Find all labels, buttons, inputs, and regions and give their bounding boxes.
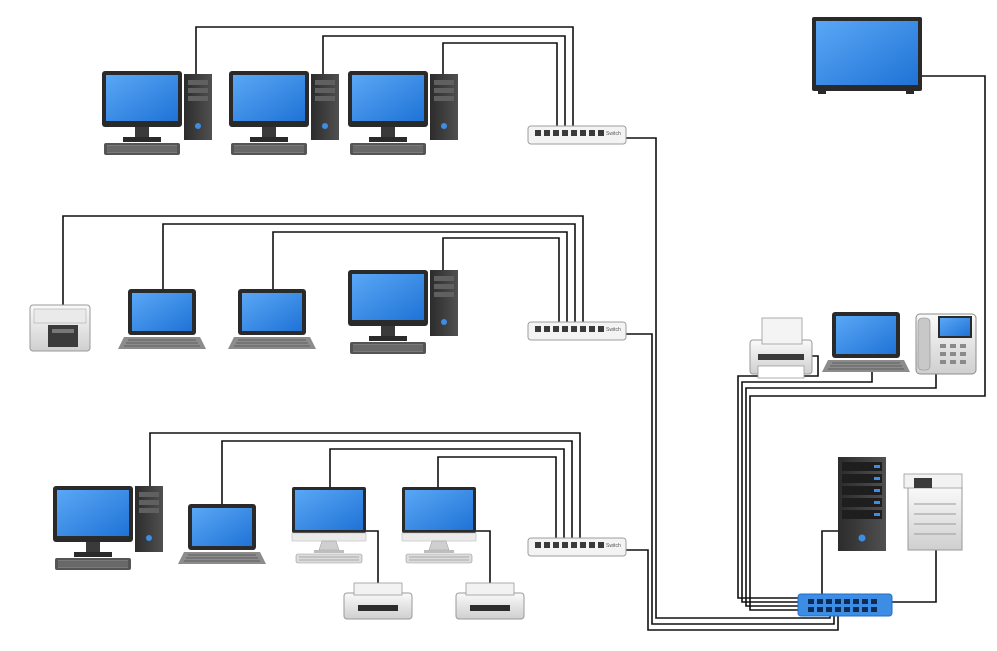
copier-icon: [907, 485, 963, 551]
cable: [272, 231, 568, 322]
network-switch: Switch: [527, 125, 627, 145]
desktop-pc: [347, 70, 458, 156]
desktop-pc: [101, 70, 212, 156]
monitor-icon: [101, 70, 183, 156]
cable: [745, 366, 937, 607]
cable: [162, 223, 576, 322]
monitor-icon: [52, 485, 134, 571]
tower-icon: [430, 74, 458, 140]
server: [838, 457, 886, 551]
all-in-one-pc-icon: [291, 486, 367, 564]
tower-icon: [311, 74, 339, 140]
cable: [624, 333, 835, 625]
laptop: [177, 503, 267, 565]
all-in-one-pc: [291, 486, 367, 564]
core-switch: [797, 593, 893, 617]
network-switch: Switch: [527, 537, 627, 557]
tower-icon: [430, 270, 458, 336]
tower-icon: [184, 74, 212, 140]
laptop-icon: [821, 311, 911, 373]
printer-icon: [455, 582, 525, 620]
cable-runs: [62, 26, 986, 631]
cable: [821, 530, 838, 596]
printer: [343, 582, 413, 620]
cable: [442, 237, 560, 322]
cable: [749, 75, 986, 611]
network-switch: Switch: [527, 321, 627, 341]
all-in-one-pc-icon: [401, 486, 477, 564]
laptop-icon: [227, 288, 317, 350]
desktop-pc: [228, 70, 339, 156]
cable: [329, 448, 565, 539]
laser-printer: [29, 304, 91, 352]
cable: [221, 440, 573, 539]
ip-phone: [915, 313, 977, 375]
copier: [903, 473, 963, 551]
cable: [149, 432, 581, 539]
desktop-pc: [347, 269, 458, 355]
printer-icon: [343, 582, 413, 620]
monitor-icon: [228, 70, 310, 156]
cable: [366, 530, 379, 585]
cable: [62, 215, 584, 322]
cable: [741, 366, 873, 603]
printer: [455, 582, 525, 620]
cable: [892, 550, 937, 603]
cable: [476, 530, 491, 585]
cable: [322, 35, 566, 128]
core-switch-icon: [797, 593, 893, 617]
all-in-one-pc: [401, 486, 477, 564]
monitor-icon: [347, 269, 429, 355]
inkjet-printer: [749, 317, 813, 379]
laptop-icon: [117, 288, 207, 350]
monitor-icon: [347, 70, 429, 156]
switch-label: Switch: [606, 327, 621, 333]
cable: [624, 549, 839, 631]
cable: [195, 26, 574, 128]
cable: [442, 42, 558, 128]
desktop-pc: [52, 485, 163, 571]
switch-label: Switch: [606, 131, 621, 137]
cable: [624, 137, 831, 619]
laptop-icon: [177, 503, 267, 565]
laptop: [821, 311, 911, 373]
switch-label: Switch: [606, 543, 621, 549]
cable: [437, 456, 557, 539]
laptop: [227, 288, 317, 350]
laptop: [117, 288, 207, 350]
tower-icon: [135, 486, 163, 552]
tv: [812, 17, 922, 94]
